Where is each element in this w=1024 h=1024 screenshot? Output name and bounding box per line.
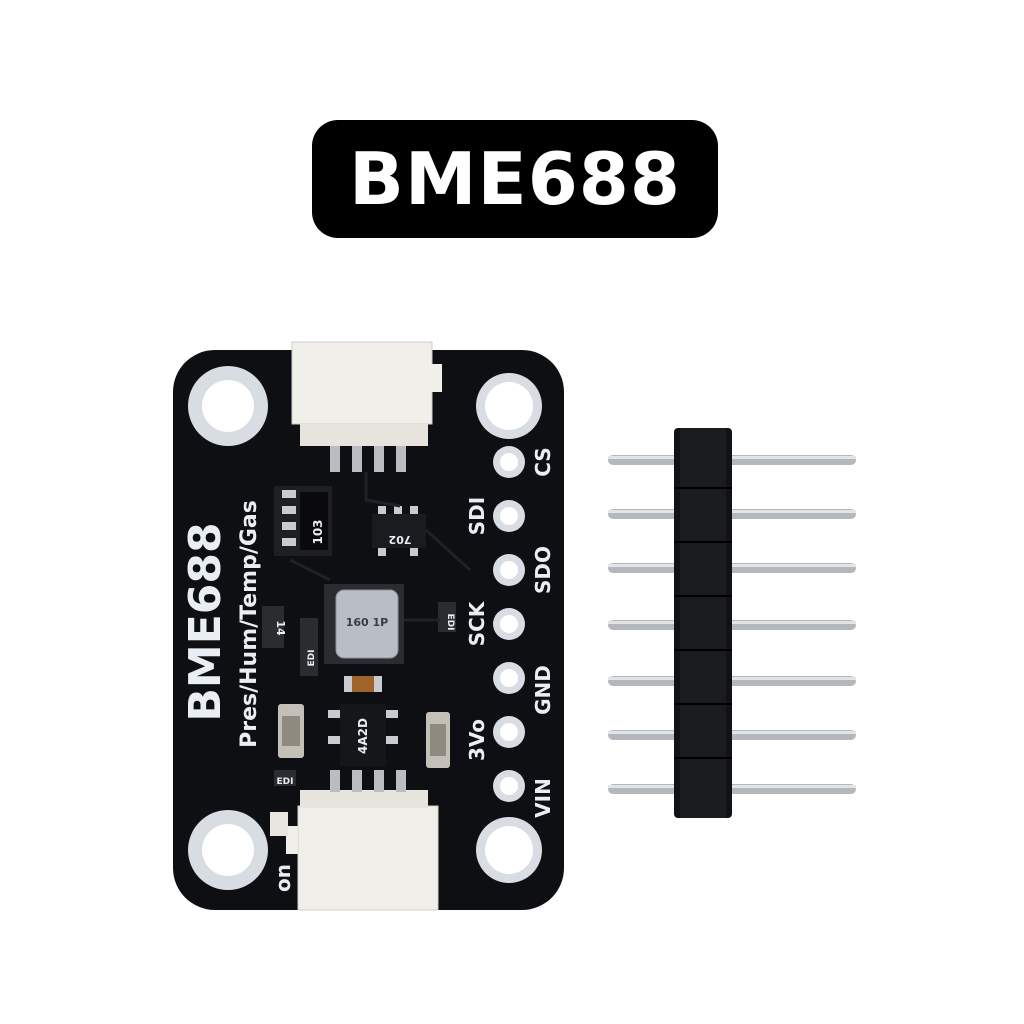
switch-label: on [271,864,295,892]
top-stemma-connector [291,341,442,472]
pin-pad [493,554,525,586]
pcb-traces [289,472,472,622]
board-subtitle: Pres/Hum/Temp/Gas [237,500,262,748]
pin-label-sdi: SDI [465,497,489,535]
small-label: EDI [307,650,317,667]
mounting-hole [476,373,542,439]
voltage-regulator: 4A2D [328,704,398,766]
pin-label-cs: CS [531,447,555,476]
sensor-chip-marking: 160 1P [346,616,389,629]
pin-pad [493,770,525,802]
bottom-stemma-connector [286,770,439,911]
pin-pad [493,662,525,694]
mounting-hole [188,366,268,446]
pin-pad [493,500,525,532]
pin-label-sdo: SDO [531,546,555,594]
breakout-board: 103 702 160 1P 4A2D [173,341,564,911]
small-label: EDI [445,614,455,631]
header-plastic-body [674,428,732,818]
pin-pad [493,446,525,478]
resistor-array: 103 [274,486,332,556]
small-label: EDI [277,777,294,787]
passive-components [262,602,456,836]
title-badge: BME688 [312,120,718,238]
level-shifter-ic: 702 [372,506,426,556]
board-name: BME688 [180,522,231,721]
pin-label-gnd: GND [531,665,555,715]
pin-label-sck: SCK [465,600,489,646]
bme688-sensor-chip: 160 1P [324,584,404,664]
pin-label-vin: VIN [531,778,555,818]
pin-pad [493,716,525,748]
pin-pad [493,608,525,640]
small-label: 14 [274,620,287,636]
regulator-marking: 4A2D [356,718,370,754]
mounting-hole [476,817,542,883]
level-shifter-marking: 702 [389,533,412,546]
header-pin-strip [608,428,856,818]
pin-label-3vo: 3Vo [465,719,489,761]
product-title: BME688 [348,137,681,221]
resistor-array-marking: 103 [311,519,325,544]
mounting-hole [188,810,268,890]
